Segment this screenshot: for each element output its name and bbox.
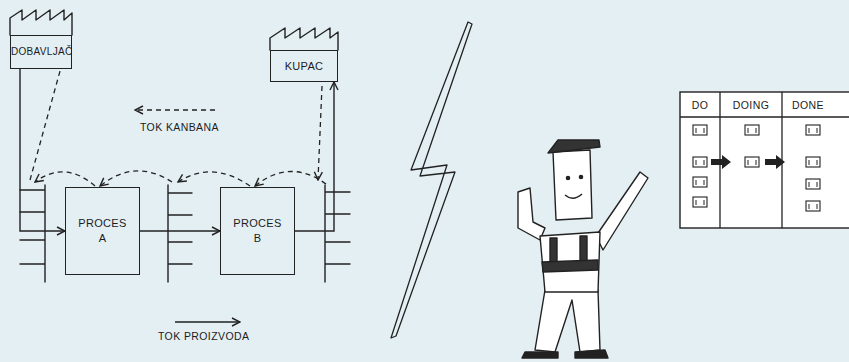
- process-box: PROCES A: [65, 187, 140, 275]
- worker-shoe: [575, 350, 608, 358]
- board-arrow: [765, 155, 785, 169]
- task-card: [693, 157, 707, 167]
- process-box: PROCES B: [220, 187, 295, 275]
- board-arrow: [711, 155, 731, 169]
- kanban-signal: [35, 172, 95, 186]
- worker-head: [553, 150, 592, 220]
- worker-cap: [548, 140, 600, 153]
- factory-box: KUPAC: [270, 50, 338, 82]
- worker-belt: [542, 260, 598, 272]
- lightning-bolt: [391, 22, 472, 338]
- product-flow-arrow: [175, 321, 240, 322]
- node-text: DOBAVLJAČ: [11, 45, 71, 59]
- flow-connector: [140, 230, 220, 231]
- task-card: [693, 197, 707, 207]
- worker-figure: [518, 140, 648, 358]
- inventory-buffer: [20, 185, 45, 282]
- buffers: [20, 185, 350, 282]
- factory-roof: [10, 10, 72, 35]
- worker-legs: [535, 290, 600, 352]
- node-text: PROCES A: [78, 216, 128, 246]
- task-card: [693, 177, 707, 187]
- kanban-flow-arrow: [135, 109, 215, 110]
- worker-smile: [565, 194, 582, 198]
- worker-arm: [596, 172, 648, 250]
- board-header-line: [680, 116, 849, 117]
- node-text: PROCES B: [233, 216, 283, 246]
- board-header: DONE: [782, 99, 834, 111]
- task-card: [806, 157, 820, 167]
- worker-torso: [540, 232, 600, 292]
- worker-eye: [579, 175, 582, 178]
- factory-roof: [270, 28, 338, 50]
- worker-eye: [566, 176, 569, 179]
- task-card: [806, 201, 820, 211]
- worker-shoe: [522, 352, 558, 358]
- factory-box: DOBAVLJAČ: [10, 35, 72, 69]
- worker-arm: [518, 188, 545, 240]
- inventory-buffer: [168, 185, 192, 282]
- suspender: [550, 238, 557, 264]
- board-header: DOING: [720, 99, 782, 111]
- task-card: [745, 157, 759, 167]
- node-text: KUPAC: [285, 59, 324, 74]
- task-card: [745, 125, 759, 135]
- task-card: [806, 125, 820, 135]
- suspender: [580, 236, 587, 262]
- task-card: [693, 125, 707, 135]
- flow-connector: [295, 82, 334, 231]
- kanban-signal: [255, 171, 326, 186]
- kanban-signal: [178, 172, 250, 186]
- board-header: DO: [680, 99, 720, 111]
- kanban-signal: [100, 171, 172, 186]
- kanban-board: [680, 92, 849, 228]
- flow-label: TOK KANBANA: [140, 121, 219, 133]
- board-frame: [680, 92, 849, 228]
- flow-label: TOK PROIZVODA: [158, 330, 249, 342]
- task-card: [806, 179, 820, 189]
- inventory-buffer: [325, 185, 350, 282]
- kanban-signal: [318, 86, 322, 180]
- flow-connector: [20, 69, 65, 231]
